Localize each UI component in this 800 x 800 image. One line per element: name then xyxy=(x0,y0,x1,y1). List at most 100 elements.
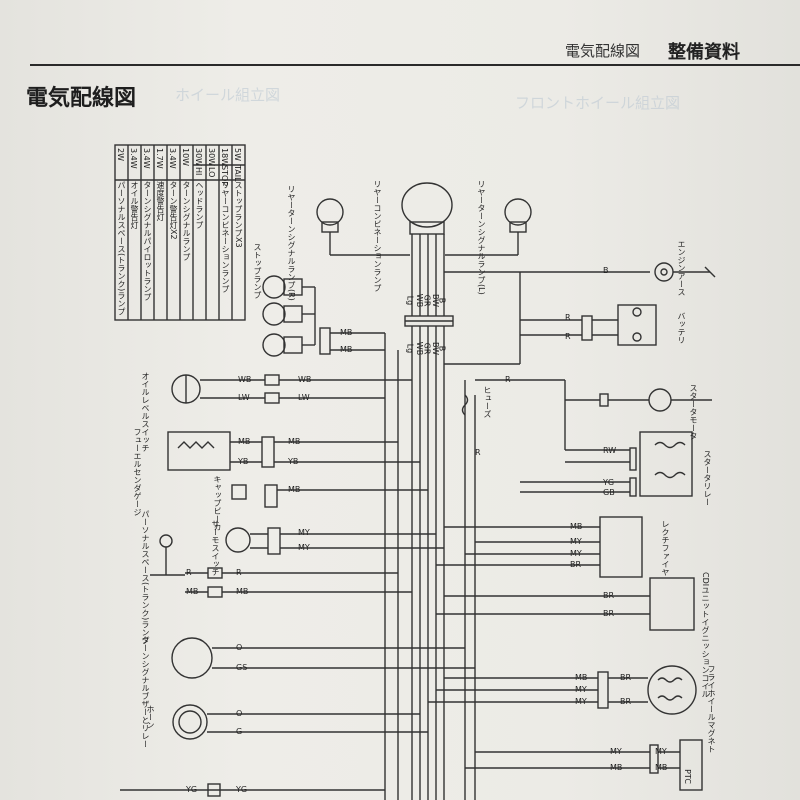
bulb-table-text: パーソナルスペース(トランク)ランプ オイル警告灯 ターンシグナルパイロットラン… xyxy=(116,146,246,320)
stop-lamps xyxy=(262,275,385,357)
fuel-gauge xyxy=(167,431,420,471)
label-cdi-unit: CDIユニットイグニッションコイル xyxy=(701,572,710,699)
label-engine-ground: エンジンアース xyxy=(677,240,686,296)
wire-code: YG xyxy=(186,785,198,794)
starter-relay xyxy=(520,431,693,497)
wire-code: R xyxy=(475,448,481,457)
header-rule xyxy=(30,64,800,66)
wire-code: MB xyxy=(238,437,251,446)
cap-beeper xyxy=(231,484,428,508)
wire-code: MB xyxy=(288,437,301,446)
wire-code: MY xyxy=(610,747,622,756)
connector-code: Lg xyxy=(405,295,415,306)
turn-signal-relay xyxy=(171,637,475,679)
header-category-label: 整備資料 xyxy=(668,42,740,63)
bulb-row-watt: 3.4W xyxy=(168,148,177,169)
wire-code: MB xyxy=(236,587,249,596)
wire-code: R xyxy=(186,568,192,577)
page-title: 電気配線図 xyxy=(26,86,137,111)
label-starter-relay: スタータリレー xyxy=(703,450,712,506)
battery xyxy=(520,304,657,346)
wire-code: MY xyxy=(298,528,310,537)
bulb-row-name: ターンシグナルランプ xyxy=(182,181,191,261)
flywheel-magneto xyxy=(428,665,697,715)
bulb-spec-table xyxy=(114,144,246,321)
wire-code: LW xyxy=(238,393,250,402)
wire-code: GB xyxy=(603,488,615,497)
bulb-row-name: ストップランプX3 xyxy=(234,181,243,248)
wire-code: YB xyxy=(238,457,249,466)
wire-code: GS xyxy=(236,663,248,672)
label-battery: バッテリ xyxy=(677,312,686,344)
rear-turn-lamp-r xyxy=(316,198,344,233)
bulb-row-watt: 30W xyxy=(194,148,203,167)
label-cap-beeper: キャップビーカ xyxy=(213,475,222,531)
label-starter-motor: スタータモータ xyxy=(689,384,698,440)
bulb-row-name: ターンシグナルパイロットランプ xyxy=(143,181,152,301)
wire-code: R xyxy=(565,332,571,341)
wire-code: MY xyxy=(655,747,667,756)
bulb-row-mode: TAIL xyxy=(233,165,242,182)
bulb-row-name: オイル警告灯 xyxy=(130,181,139,229)
bulb-row-mode: HI xyxy=(194,167,203,176)
wire-code: BR xyxy=(620,697,632,706)
label-fuse: ヒューズ xyxy=(483,386,492,418)
rectifier xyxy=(436,516,643,578)
wire-code: MY xyxy=(298,543,310,552)
bulb-row-watt: 10W xyxy=(181,148,190,167)
wire-code: O xyxy=(236,643,243,652)
label-flywheel-magneto: フライホイールマグネト xyxy=(707,665,716,753)
wire-code: MB xyxy=(340,328,353,337)
label-oil-level-switch: オイルレベルスイッチ xyxy=(141,372,150,452)
connector-code: Lg xyxy=(405,343,415,354)
cdi-unit xyxy=(436,577,695,631)
label-rear-turn-r: リヤーターンシグナルランプ(R) xyxy=(287,185,296,301)
label-rear-combo: リヤーコンビネーションランプ xyxy=(373,180,382,292)
wire-code: R xyxy=(236,568,242,577)
bulb-row-name: ターン警告灯X2 xyxy=(169,181,178,240)
wire-code: MY xyxy=(575,685,587,694)
wire-code: LW xyxy=(298,393,310,402)
bulb-row-watt: 30W xyxy=(207,148,216,167)
wire-code: MB xyxy=(575,673,588,682)
bulb-row-watt: 18W xyxy=(220,148,229,167)
wire-code: MY xyxy=(570,537,582,546)
label-rectifier: レクチファイヤ xyxy=(661,520,670,576)
label-rear-turn-l: リヤーターンシグナルランプ(L) xyxy=(477,180,486,295)
fuse-symbol xyxy=(461,394,469,416)
bleed-through-text-left: ホイール組立図 xyxy=(175,86,281,104)
starter-motor xyxy=(475,379,712,450)
wire-code: RW xyxy=(603,446,617,455)
wire-code: WB xyxy=(238,375,252,384)
bulb-row-name: 速度警告灯 xyxy=(156,181,165,221)
wire-code: O xyxy=(236,709,243,718)
connector-code: GR xyxy=(422,294,432,307)
header-section-label: 電気配線図 xyxy=(565,42,641,60)
horn xyxy=(172,704,428,740)
label-thermo-switch: サーモスイッチ xyxy=(211,520,220,576)
wire-code: MB xyxy=(340,345,353,354)
label-horn: ホーン xyxy=(146,705,155,729)
wire-code: R xyxy=(505,375,511,384)
bulb-row-mode: LO xyxy=(207,167,216,178)
bulb-row-watt: 3.4W xyxy=(129,148,138,169)
wire-code: MB xyxy=(655,763,668,772)
oil-level-switch xyxy=(171,374,412,404)
personal-space-lamp xyxy=(150,534,412,598)
bulb-row-watt: 3.4W xyxy=(142,148,151,169)
label-personal-space-lamp: パーソナルスペース(トランク)ランプ xyxy=(141,510,150,645)
wire-code: MY xyxy=(570,549,582,558)
label-stop-lamp: ストップランプ xyxy=(253,243,262,299)
wire-code: WB xyxy=(298,375,312,384)
connector-code: B xyxy=(437,297,447,304)
wire-code: YG xyxy=(603,478,615,487)
thermo-switch xyxy=(225,527,444,555)
wire-code: YG xyxy=(236,785,248,794)
wire-code: BR xyxy=(603,591,615,600)
label-turn-relay: ターンシグナルブザーとリレー xyxy=(141,636,150,748)
bulb-row-watt: 2W xyxy=(116,148,125,161)
wire-code: G xyxy=(236,727,243,736)
bulb-row-mode: STOP xyxy=(220,165,229,187)
